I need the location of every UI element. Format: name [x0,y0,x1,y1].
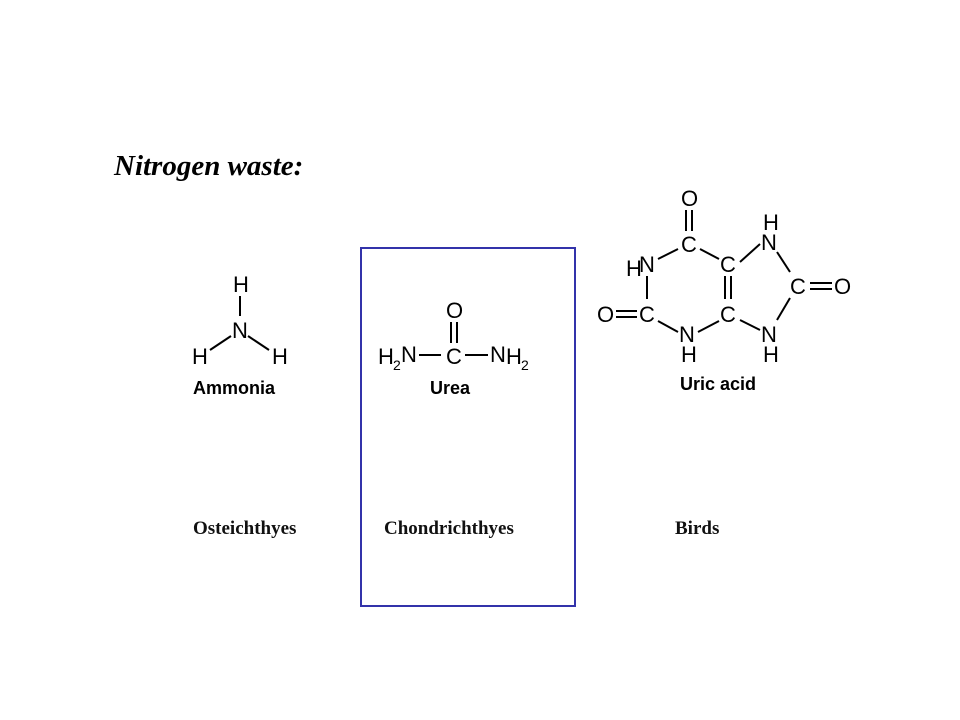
uric-atom-n1: N [639,252,655,277]
uric-bond-c4-n9 [739,319,761,331]
page-title: Nitrogen waste: [114,150,304,182]
uric-atom-h-n9: H [763,342,779,367]
uric-atom-h-n1: H [626,256,642,281]
uric-bond-c2-n3 [657,320,679,333]
ammonia-structure: H N H H Ammonia [192,272,288,398]
uric-acid-name: Uric acid [680,374,756,394]
ammonia-bond-n-h-left [209,335,232,351]
ammonia-atom-h-left: H [192,344,208,369]
uric-bond-c5-n7 [739,243,761,263]
uric-bond-n3-c4 [697,320,720,333]
uric-atom-o-top: O [681,186,698,211]
urea-atom-n-right: N [490,342,506,367]
uric-atom-o-left: O [597,302,614,327]
ammonia-atom-n: N [232,318,248,343]
uric-bond-c6-n1 [657,248,679,260]
group-label-birds: Birds [675,518,720,539]
uric-atom-c8: C [790,274,806,299]
uric-bond-c6-c5 [699,248,720,260]
urea-atom-h-left: H [378,344,394,369]
urea-atom-h-right: H [506,344,522,369]
uric-bond-n7-c8 [776,251,791,273]
ammonia-atom-h-right: H [272,344,288,369]
urea-atom-n-left: N [401,342,417,367]
urea-name: Urea [430,378,471,398]
uric-atom-n3: N [679,322,695,347]
ammonia-name: Ammonia [193,378,276,398]
uric-atom-c-top: C [681,232,697,257]
urea-sub-right: 2 [521,357,529,373]
uric-atom-c-mid-top: C [720,252,736,277]
uric-atom-c-mid-bot: C [720,302,736,327]
uric-atom-h-n7: H [763,210,779,235]
uric-atom-c2: C [639,302,655,327]
uric-atom-n9: N [761,322,777,347]
urea-sub-left: 2 [393,357,401,373]
group-label-chondrichthyes: Chondrichthyes [384,518,514,539]
urea-structure: O H 2 N C N H 2 Urea [378,298,529,398]
urea-atom-o: O [446,298,463,323]
ammonia-bond-n-h-right [247,335,270,351]
group-label-osteichthyes: Osteichthyes [193,518,297,539]
chondrichthyes-highlight-box [360,247,576,607]
uric-atom-n7: N [761,230,777,255]
uric-bond-c8-n9 [776,297,791,321]
uric-acid-structure: O C H N C H N C O O C N H C N H Uric aci… [597,186,851,394]
uric-atom-h-n3: H [681,342,697,367]
uric-atom-o8: O [834,274,851,299]
ammonia-atom-h-top: H [233,272,249,297]
urea-atom-c: C [446,344,462,369]
